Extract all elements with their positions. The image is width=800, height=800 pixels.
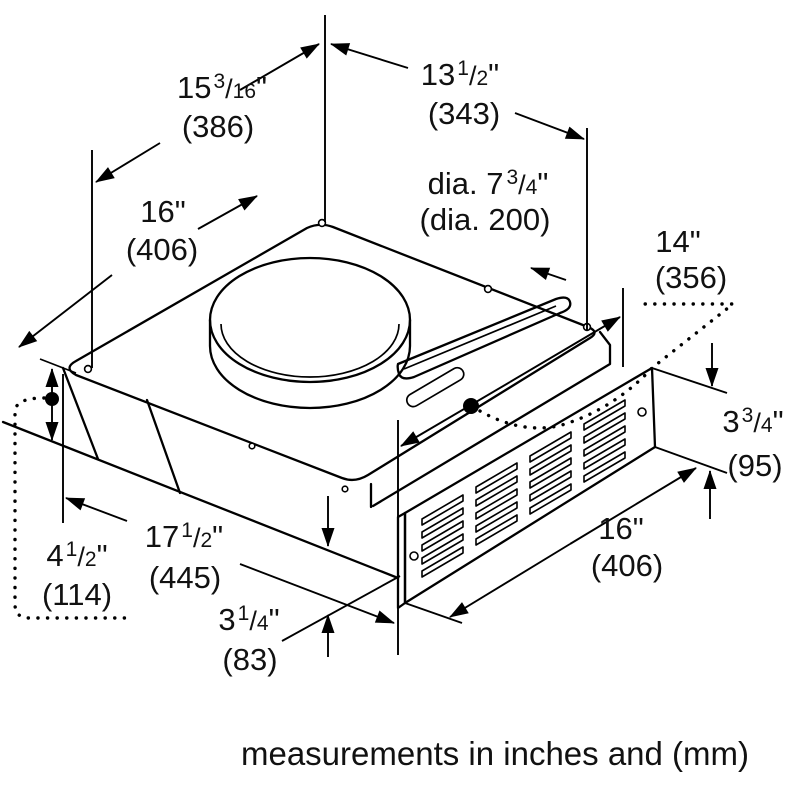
extension-line xyxy=(654,446,728,474)
vent-panel-edge xyxy=(396,511,407,610)
panel-slot xyxy=(405,366,465,408)
mounting-hole xyxy=(317,218,327,228)
dimension-arrow xyxy=(18,274,113,348)
dim-label-vent-width-mm: (406) xyxy=(591,548,663,583)
leader-arrow xyxy=(530,267,567,281)
dimension-arrow xyxy=(514,112,585,140)
dim-label-top-left-depth: 16" xyxy=(140,194,186,229)
dim-label-front-depth-mm: (356) xyxy=(655,260,727,295)
body-left-edge xyxy=(61,366,100,461)
dimension-arrow xyxy=(509,316,621,383)
duct-opening xyxy=(208,256,412,384)
front-hole xyxy=(248,442,256,450)
dimension-arrow xyxy=(449,543,571,618)
dim-label-vent-height-mm: (95) xyxy=(727,448,782,483)
mounting-hole xyxy=(83,364,93,374)
dim-label-duct-diameter-mm: (dia. 200) xyxy=(420,202,551,237)
mounting-hole xyxy=(483,284,493,294)
dim-label-body-front-width: 171/2" xyxy=(145,519,223,554)
duct-collar xyxy=(208,256,412,410)
panel-edge-extension xyxy=(39,358,77,374)
units-caption: measurements in inches and (mm) xyxy=(241,735,749,772)
dimension-arrow xyxy=(239,43,320,91)
dimension-arrow xyxy=(197,195,258,230)
body-angled-cut xyxy=(145,398,182,495)
dimension-graphics xyxy=(18,15,728,657)
dim-label-vent-height: 33/4" xyxy=(722,404,783,439)
dim-label-lip-height-mm: (83) xyxy=(222,642,277,677)
front-apron xyxy=(371,330,612,508)
damper-rail-edge xyxy=(403,305,557,370)
body-bottom-edge xyxy=(1,420,400,580)
dim-label-front-depth: 14" xyxy=(655,224,701,259)
extension-line xyxy=(281,575,401,642)
dim-label-body-left-height: 41/2" xyxy=(46,538,107,573)
extension-line xyxy=(651,367,728,394)
dim-label-top-left-depth-mm: (406) xyxy=(126,232,198,267)
duct-inner-rim xyxy=(220,323,400,378)
dim-label-top-right-width: 131/2" xyxy=(421,57,499,92)
dim-label-lip-height: 31/4" xyxy=(218,602,279,637)
dimension-arrow xyxy=(400,381,511,447)
vent-screw-hole xyxy=(409,551,419,561)
dimension-arrow xyxy=(239,563,395,624)
extension-line xyxy=(404,602,463,624)
dim-label-back-edge-width-mm: (386) xyxy=(182,109,254,144)
dim-label-back-edge-width: 153/16" xyxy=(177,70,267,105)
damper-rail xyxy=(396,296,572,380)
dimension-arrow xyxy=(330,43,409,69)
duct-collar-side xyxy=(208,318,412,410)
dimension-arrow xyxy=(95,142,161,183)
dim-label-body-left-height-mm: (114) xyxy=(42,577,112,612)
vent-screw-hole xyxy=(637,407,647,417)
dimension-arrow xyxy=(569,467,697,545)
dimension-labels: 153/16" (386) 131/2" (343) 16" (406) dia… xyxy=(42,57,784,677)
front-hole xyxy=(341,485,349,493)
dim-label-body-front-width-mm: (445) xyxy=(149,560,221,595)
dim-label-vent-width: 16" xyxy=(598,511,644,546)
dim-label-top-right-width-mm: (343) xyxy=(428,96,500,131)
dimension-arrow xyxy=(65,497,128,522)
